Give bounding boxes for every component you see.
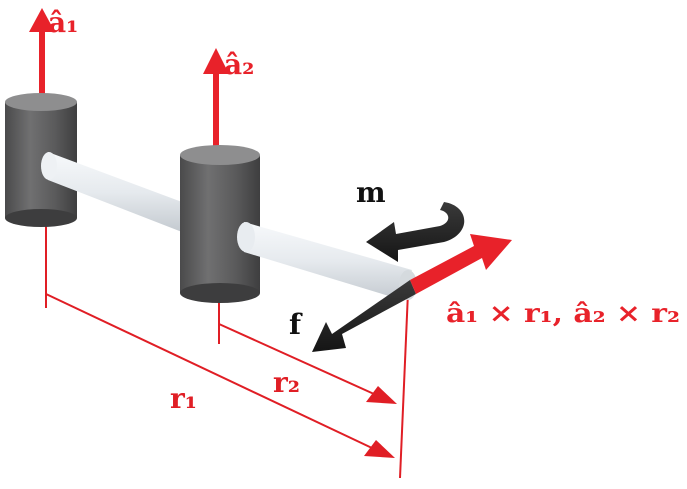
r2-arrow-line xyxy=(218,323,375,395)
label-a2: â₂ xyxy=(224,48,254,81)
label-a1: â₁ xyxy=(48,6,78,39)
moment-m-arrow xyxy=(366,202,465,262)
axis-a2-arrow xyxy=(203,48,229,152)
force-axis-arrow xyxy=(312,234,512,352)
force-f-arrow xyxy=(312,280,416,352)
label-m: m xyxy=(356,176,386,209)
dimension-lines xyxy=(45,222,409,479)
cross-product-arrow xyxy=(410,234,512,294)
extension-line-tip xyxy=(399,291,409,479)
revolute-joint-2 xyxy=(180,145,260,303)
label-r2: r₂ xyxy=(273,366,300,399)
label-r1: r₁ xyxy=(170,382,197,415)
r1-arrow-head xyxy=(364,440,395,458)
r1-arrow-line xyxy=(45,293,373,449)
label-cross-products: â₁ × r₁, â₂ × r₂ xyxy=(446,299,680,329)
r2-arrow-head xyxy=(366,386,397,404)
link-shaft-1 xyxy=(41,152,182,232)
axis-a1-arrow xyxy=(29,8,55,100)
label-f: f xyxy=(289,308,303,341)
